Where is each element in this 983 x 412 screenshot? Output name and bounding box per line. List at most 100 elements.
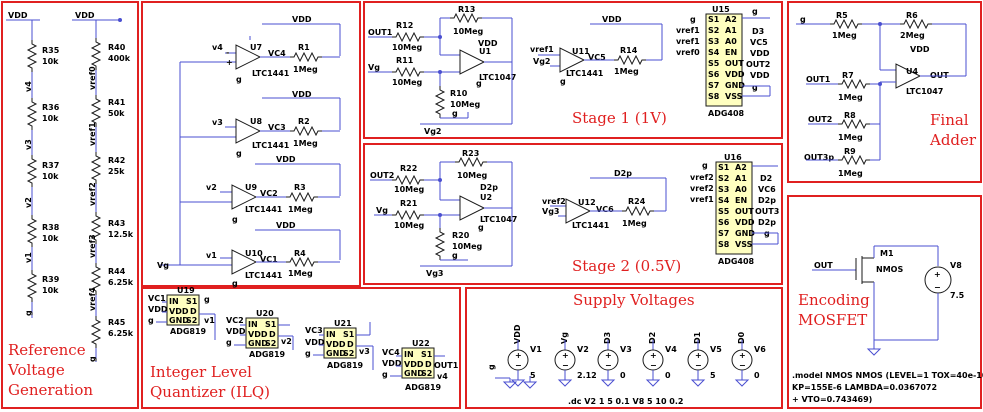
source-name: V2 [577,345,589,354]
block-ilq-bottom [141,287,461,409]
r42-label: R42 [108,156,125,165]
net-v4: v4 [24,81,33,92]
svg-text:LTC1047: LTC1047 [479,73,516,82]
voltage-source-v4: D2+−V40 [642,332,677,387]
svg-text:R4: R4 [294,249,306,258]
svg-text:KP=155E-6 LAMBDA=0.0367072: KP=155E-6 LAMBDA=0.0367072 [792,383,937,392]
svg-text:g: g [204,295,210,304]
svg-text:U8: U8 [250,117,262,126]
svg-text:VDD: VDD [169,307,189,316]
block-stage1 [363,1,783,139]
plus-sign: + [695,351,702,360]
svg-text:R2: R2 [298,117,310,126]
net-v3: v3 [24,139,33,150]
source-value: 2.12 [577,371,597,380]
u10-in-label: v1 [206,251,217,260]
vc4-label: VC4 [268,49,286,58]
voltage-source-v1: VDD+−V15 [507,324,542,387]
svg-text:VC1: VC1 [148,294,166,303]
svg-text:10Meg: 10Meg [457,171,488,180]
r38-value: 10k [42,234,59,243]
final-adder: g R5 1Meg R6 2Meg VDD U4 OUT LTC1047 OUT… [796,11,967,178]
r36-label: R36 [42,103,60,112]
svg-text:D2p: D2p [614,169,632,178]
svg-text:vref2: vref2 [690,184,714,193]
source-name: V1 [530,345,542,354]
block-final-adder [787,1,982,183]
svg-text:10Meg: 10Meg [392,78,423,87]
net-g-left: g [24,310,33,316]
svg-text:ADG819: ADG819 [249,350,286,359]
svg-text:VC1: VC1 [260,255,278,264]
r43-value: 12.5k [108,230,134,239]
ilq-switches: U19 IN S1 VDD D GND S2 VC1 VDD g g v1 AD… [148,286,459,392]
svg-text:7.5: 7.5 [950,291,965,300]
source-name: V4 [665,345,677,354]
svg-text:S1: S1 [265,320,277,329]
r41-value: 50k [108,109,125,118]
svg-text:U16: U16 [724,153,742,162]
svg-text:IN: IN [248,320,258,329]
svg-text:10Meg: 10Meg [392,43,423,52]
net-vref4: vref4 [88,287,97,311]
mux-pin-left: S5 [718,207,730,216]
r39-label: R39 [42,275,60,284]
ref-title-3: Generation [8,381,93,399]
mux-pin-right: GND [735,229,755,238]
svg-text:10Meg: 10Meg [453,27,484,36]
svg-text:g: g [382,370,388,379]
svg-text:OUT2: OUT2 [808,115,832,124]
svg-text:D2p: D2p [758,218,776,227]
svg-text:ADG819: ADG819 [405,383,442,392]
svg-text:1Meg: 1Meg [838,133,863,142]
dc-sweep-directive: .dc V2 1 5 0.1 V8 5 10 0.2 [568,397,683,406]
svg-text:1Meg: 1Meg [832,31,857,40]
svg-text:OUT1: OUT1 [806,75,831,84]
svg-text:GND: GND [169,316,189,325]
voltage-source-v3: D3+−V30 [597,332,632,387]
svg-text:U4: U4 [906,67,918,76]
svg-text:LTC1441: LTC1441 [245,271,283,280]
r43-label: R43 [108,219,125,228]
svg-text:g: g [305,349,311,358]
r37-value: 10k [42,172,59,181]
svg-text:ADG819: ADG819 [170,327,207,336]
svg-text:R20: R20 [452,231,470,240]
switch-u22: U22 IN S1 VDD D GND S2 VC4 VDD g OUT1 v4… [372,339,459,392]
svg-text:g: g [236,75,242,84]
svg-text:OUT3: OUT3 [755,207,779,216]
minus-sign: − [650,361,657,370]
svg-text:OUT2: OUT2 [746,60,770,69]
svg-text:R5: R5 [836,11,848,20]
svg-text:LTC1441: LTC1441 [572,221,610,230]
svg-text:U2: U2 [480,193,492,202]
svg-text:U12: U12 [578,198,596,207]
switch-u21: U21 IN S1 VDD D GND S2 VC3 VDD g v3 ADG8… [292,319,373,370]
svg-text:D: D [269,330,276,339]
svg-text:Vg2: Vg2 [424,127,441,136]
svg-text:R1: R1 [298,43,310,52]
svg-text:S2: S2 [421,369,432,378]
minus-sign: − [739,361,746,370]
r35-label: R35 [42,46,60,55]
svg-text:Vg3: Vg3 [426,269,443,278]
svg-text:g: g [702,161,708,170]
mux-pin-right: A0 [735,185,747,194]
svg-text:LTC1441: LTC1441 [245,205,283,214]
s2-out2-label: OUT2 [370,171,394,180]
svg-text:U1: U1 [479,47,491,56]
u7-in-label: v4 [212,43,223,52]
ref-vdd-left: VDD [8,11,28,20]
svg-text:U21: U21 [334,319,352,328]
ilq-title-1: Integer Level [150,363,252,381]
svg-text:1Meg: 1Meg [293,139,318,148]
svg-text:VC2: VC2 [260,189,278,198]
svg-text:vref1: vref1 [676,26,700,35]
minus-sign: − [695,361,702,370]
svg-text:R14: R14 [620,46,638,55]
voltage-source-v5: D1+−V55 [687,331,722,387]
svg-text:VDD: VDD [404,360,424,369]
encoding-mosfet: OUT M1 NMOS + − V8 7.5 .model NMOS NMOS … [792,245,983,404]
